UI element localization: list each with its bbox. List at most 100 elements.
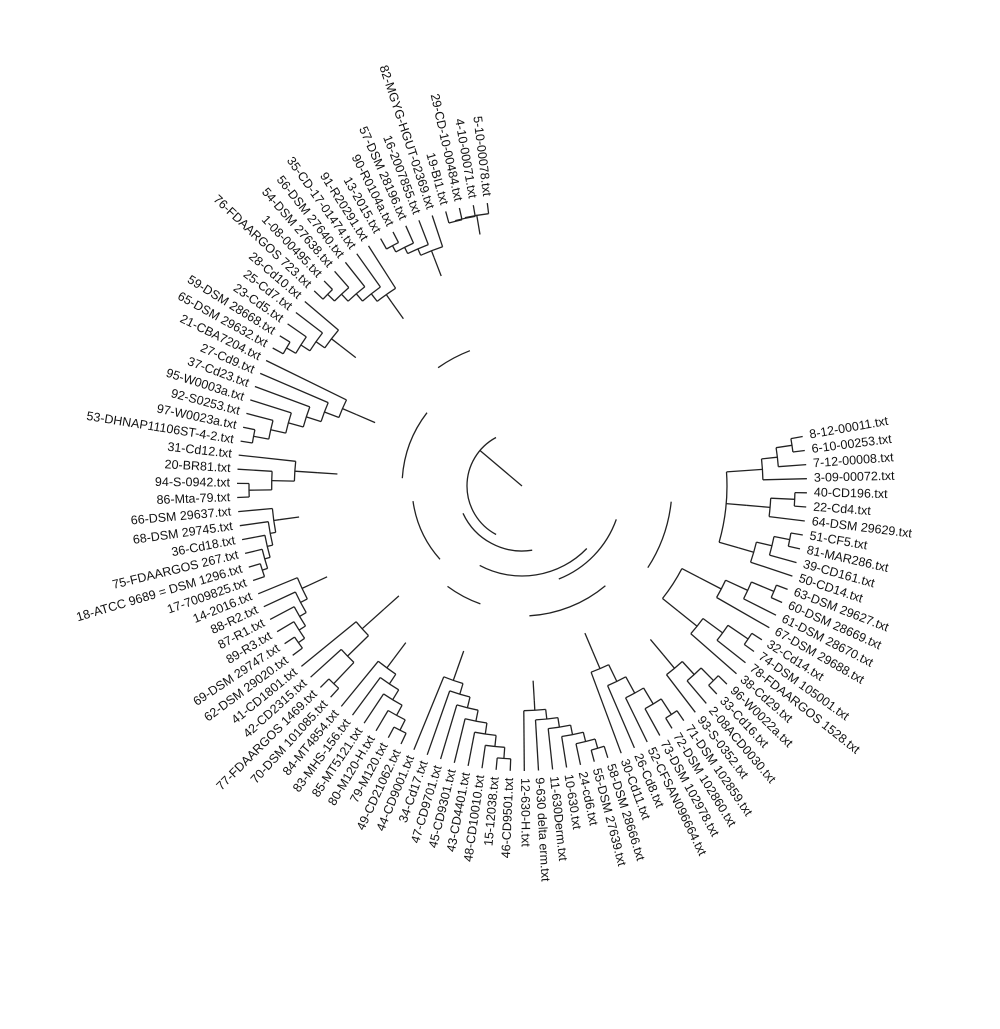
branch-radial-156	[361, 608, 385, 630]
branch-radial-97	[534, 719, 540, 771]
branch-radial-155	[300, 621, 357, 667]
branch-radial-92	[569, 724, 574, 735]
branch-radial-153	[347, 635, 369, 657]
branch-radial-17	[746, 504, 771, 509]
branch-radial-177	[248, 563, 261, 568]
branch-radial-205	[240, 440, 253, 444]
branch-radial-265	[418, 220, 429, 245]
branch-arc-104	[558, 519, 617, 580]
branch-radial-210	[246, 412, 274, 422]
branch-radial-68	[665, 717, 673, 729]
leaf-label: 7-12-00008.txt	[813, 450, 895, 470]
branch-radial-10	[726, 469, 747, 473]
branch-radial-52	[662, 597, 679, 612]
branch-radial-252	[370, 293, 378, 302]
branch-arc-146	[479, 548, 588, 577]
branch-radial-83	[603, 746, 609, 758]
branch-radial-127	[456, 650, 465, 671]
branch-radial-161	[298, 637, 305, 644]
branch-radial-225	[272, 347, 284, 355]
branch-radial-269	[430, 250, 435, 258]
branch-radial-86	[594, 738, 599, 749]
branch-radial-254	[367, 245, 397, 289]
branch-arc-32	[770, 584, 778, 598]
branch-radial-13	[794, 505, 807, 508]
branch-radial-95	[557, 717, 561, 728]
tree-branches	[236, 203, 807, 772]
branch-radial-19	[790, 532, 803, 536]
branch-radial-203	[294, 470, 318, 474]
branch-radial-224	[356, 414, 376, 424]
branch-radial-256	[391, 302, 404, 320]
branch-radial-130	[387, 726, 395, 739]
branch-radial-283	[476, 214, 481, 235]
branch-arc-253	[376, 287, 396, 302]
branch-radial-152	[310, 648, 342, 678]
leaf-labels: 8-12-00011.txt6-10-00253.txt7-12-00008.t…	[75, 63, 914, 882]
branch-radial-2	[792, 449, 805, 453]
branch-radial-57	[708, 684, 718, 695]
branch-radial-249	[355, 293, 363, 302]
branch-arc-274	[448, 219, 463, 224]
branch-arc-176	[259, 563, 266, 577]
branch-radial-181	[264, 556, 271, 560]
branch-radial-236	[304, 301, 339, 331]
branch-radial-222	[265, 359, 347, 401]
branch-radial-166	[269, 606, 295, 620]
branch-radial-219	[259, 372, 329, 404]
branch-radial-113	[467, 732, 476, 767]
branch-radial-266	[417, 248, 422, 256]
branch-radial-105	[509, 758, 512, 771]
leaf-label: 40-CD196.txt	[814, 485, 888, 501]
branch-radial-78	[608, 664, 618, 682]
branch-arc-112	[474, 731, 497, 737]
branch-radial-139	[351, 677, 381, 716]
branch-radial-260	[391, 245, 397, 253]
branch-radial-158	[292, 647, 303, 656]
branch-radial-122	[426, 690, 451, 756]
branch-radial-255	[385, 294, 393, 303]
branch-radial-98	[545, 709, 548, 720]
branch-radial-131	[399, 719, 406, 731]
branch-radial-75	[625, 676, 636, 694]
leaf-label: 15-12038.txt	[481, 776, 501, 847]
branch-radial-33	[770, 597, 783, 604]
branch-radial-278	[472, 205, 476, 217]
branch-radial-240	[313, 290, 324, 300]
branch-radial-231	[300, 344, 311, 352]
branch-radial-72	[643, 687, 654, 705]
branch-radial-117	[475, 710, 479, 722]
branch-radial-259	[392, 231, 400, 243]
branch-radial-228	[286, 347, 297, 354]
branch-arc-129	[393, 726, 407, 734]
branch-radial-173	[301, 584, 310, 589]
branch-radial-25	[756, 541, 773, 547]
branch-radial-81	[592, 651, 601, 669]
branch-radial-251	[356, 253, 381, 288]
branch-radial-18	[726, 502, 747, 506]
branch-radial-207	[242, 426, 256, 431]
branch-arc-271	[437, 350, 471, 369]
branch-radial-242	[323, 280, 333, 290]
branch-radial-55	[717, 675, 728, 685]
branch-radial-58	[700, 667, 714, 682]
branch-arc-272	[466, 436, 497, 536]
branch-radial-116	[453, 718, 466, 763]
branch-radial-91	[561, 736, 568, 768]
branch-radial-36	[743, 598, 777, 616]
branch-radial-0	[790, 435, 803, 440]
branch-radial-190	[273, 519, 280, 522]
branch-radial-160	[284, 636, 295, 645]
branch-arc-132	[387, 709, 406, 721]
branch-radial-60	[686, 680, 707, 704]
branch-radial-275	[458, 207, 463, 220]
branch-radial-100	[523, 710, 525, 772]
branch-arc-235	[324, 329, 339, 349]
branch-radial-134	[396, 704, 403, 716]
branch-radial-199	[237, 468, 273, 472]
branch-radial-123	[459, 683, 464, 695]
branch-radial-180	[244, 548, 263, 555]
branch-radial-119	[439, 704, 458, 760]
branch-radial-61	[681, 661, 695, 675]
branch-radial-167	[299, 612, 307, 617]
